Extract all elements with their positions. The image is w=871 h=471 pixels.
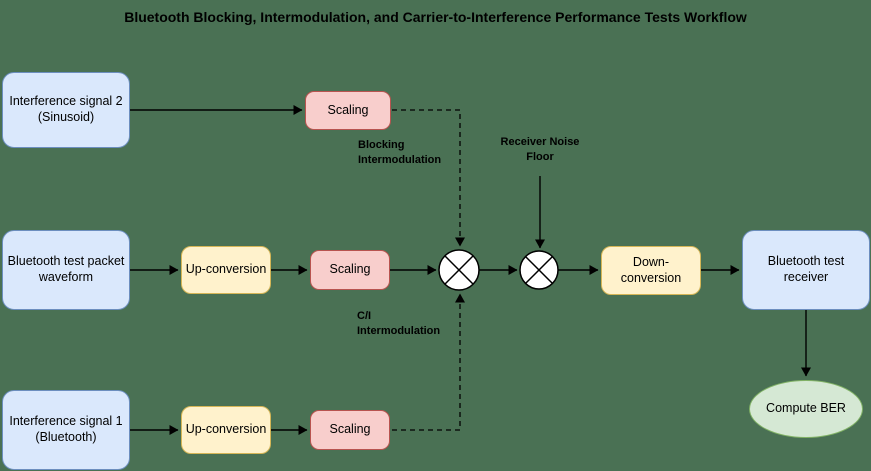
node-interference-signal-1: Interference signal 1 (Bluetooth) [2,390,130,470]
node-bluetooth-test-packet-waveform: Bluetooth test packet waveform [2,230,130,310]
label-receiver-noise-floor: Receiver Noise Floor [500,136,580,163]
node-label: Scaling [329,262,371,277]
diagram-title: Bluetooth Blocking, Intermodulation, and… [124,9,747,25]
node-label: Scaling [329,422,371,437]
node-scaling-bot: Scaling [310,410,390,450]
node-bluetooth-test-receiver: Bluetooth test receiver [742,230,870,310]
mixer-icon [438,249,480,291]
node-label: Interference signal 1 (Bluetooth) [9,414,123,444]
dashed-arrow-blocking-to-mixer1 [392,109,465,247]
node-label: Bluetooth test packet waveform [7,254,125,284]
node-label: Compute BER [766,401,846,416]
node-interference-signal-2: Interference signal 2 (Sinusoid) [2,72,130,148]
label-blocking-intermodulation: Blocking Intermodulation [358,139,442,166]
label-ci-intermodulation: C/I Intermodulation [357,310,441,337]
node-label: Scaling [327,102,369,117]
node-label: Down- conversion [620,254,682,285]
node-label: Bluetooth test receiver [767,254,845,284]
node-scaling-top: Scaling [305,91,391,130]
node-compute-ber: Compute BER [749,380,863,438]
node-up-conversion-mid: Up-conversion [181,246,271,294]
node-scaling-mid: Scaling [310,250,390,290]
node-label: Up-conversion [185,422,267,437]
node-down-conversion: Down- conversion [601,246,701,295]
node-label: Interference signal 2 (Sinusoid) [9,94,123,124]
mixer-icon [519,250,559,290]
node-label: Up-conversion [185,262,267,277]
node-up-conversion-bot: Up-conversion [181,406,271,454]
